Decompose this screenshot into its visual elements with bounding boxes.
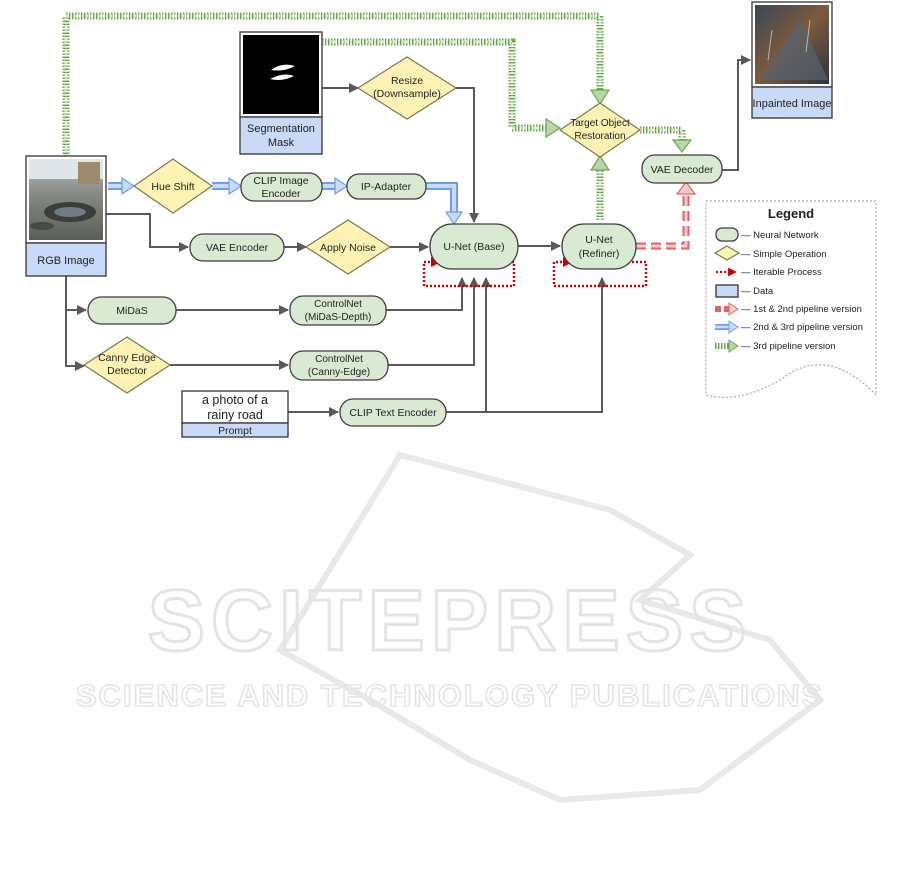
legend-item-pipeline-23: — 2nd & 3rd pipeline version	[741, 322, 863, 333]
watermark-seal-outline	[275, 451, 825, 804]
watermark-text-main: SCITEPRESS	[148, 573, 753, 669]
controlnet-midas-line2: (MiDaS-Depth)	[305, 312, 372, 323]
pipeline-12-arrow	[715, 302, 739, 316]
legend-item-simple-operation: — Simple Operation	[741, 249, 827, 260]
hue-shift-node: Hue Shift	[132, 158, 214, 214]
pipeline-3-arrow	[715, 339, 739, 353]
legend-item-data: — Data	[741, 286, 774, 297]
canny-label-line1: Canny Edge	[98, 352, 156, 364]
legend-panel	[705, 200, 877, 398]
controlnet-canny-line1: ControlNet	[315, 354, 363, 365]
controlnet-midas-line1: ControlNet	[314, 299, 362, 310]
clip-text-encoder-node: CLIP Text Encoder	[339, 398, 447, 427]
apply-noise-node: Apply Noise	[304, 219, 392, 275]
ip-adapter-label: IP-Adapter	[361, 181, 412, 193]
segmentation-mask-label-line1: Segmentation	[247, 123, 315, 135]
resize-node: Resize (Downsample)	[356, 56, 458, 120]
clip-image-encoder-node: CLIP Image Encoder	[240, 172, 323, 202]
iterable-loops	[422, 257, 648, 288]
vae-decoder-node: VAE Decoder	[641, 154, 723, 184]
controlnet-midas-node: ControlNet (MiDaS-Depth)	[289, 295, 387, 326]
segmentation-mask-node: Segmentation Mask	[239, 31, 323, 155]
canny-edge-detector-node: Canny Edge Detector	[82, 336, 172, 394]
vae-decoder-label: VAE Decoder	[651, 164, 714, 176]
data-swatch	[715, 284, 739, 298]
prompt-label: Prompt	[218, 425, 252, 437]
unet-base-label: U-Net (Base)	[443, 241, 504, 253]
canny-label-line2: Detector	[107, 365, 147, 377]
unet-refiner-line1: U-Net	[585, 234, 613, 246]
unet-refiner-line2: (Refiner)	[579, 248, 620, 260]
inpainted-image-node: Inpainted Image	[751, 1, 833, 119]
watermark: SCITEPRESS SCIENCE AND TECHNOLOGY PUBLIC…	[75, 451, 825, 804]
iterable-loop-refiner	[552, 257, 648, 288]
pipeline-23-arrow	[715, 320, 739, 334]
rgb-image-thumbnail	[29, 159, 103, 240]
simple-operation-swatch	[713, 245, 741, 261]
prompt-text-line1: a photo of a	[202, 393, 268, 407]
prompt-node: a photo of a rainy road Prompt	[181, 390, 289, 438]
prompt-text-line2: rainy road	[207, 408, 263, 422]
segmentation-mask-label-line2: Mask	[268, 137, 295, 149]
neural-network-swatch	[715, 227, 739, 242]
resize-label-line1: Resize	[391, 75, 423, 87]
legend-item-pipeline-12: — 1st & 2nd pipeline version	[741, 304, 862, 315]
pipeline-3-connectors	[62, 12, 693, 220]
midas-node: MiDaS	[87, 296, 177, 325]
controlnet-canny-line2: (Canny-Edge)	[308, 367, 370, 378]
legend-item-iterable: — Iterable Process	[741, 267, 822, 278]
rgb-image-label: RGB Image	[37, 255, 94, 267]
clip-text-encoder-label: CLIP Text Encoder	[349, 407, 437, 419]
inpainted-image-label: Inpainted Image	[753, 98, 832, 110]
legend: Legend — Neural Network — Simple Operati…	[705, 200, 877, 398]
pipeline-23-connectors	[108, 176, 464, 226]
restoration-label-line2: Restoration	[574, 131, 625, 142]
midas-label: MiDaS	[116, 305, 148, 317]
watermark-text-sub: SCIENCE AND TECHNOLOGY PUBLICATIONS	[76, 678, 824, 713]
legend-item-pipeline-3: — 3rd pipeline version	[741, 341, 836, 352]
legend-item-neural-network: — Neural Network	[741, 230, 819, 241]
resize-label-line2: (Downsample)	[373, 88, 441, 100]
legend-title: Legend	[768, 206, 814, 221]
gray-connectors	[65, 55, 751, 417]
ip-adapter-node: IP-Adapter	[346, 173, 427, 200]
vae-encoder-label: VAE Encoder	[206, 242, 269, 254]
target-object-restoration-node: Target Object Restoration	[558, 102, 642, 158]
clip-image-encoder-line2: Encoder	[261, 188, 301, 200]
segmentation-mask-thumbnail	[243, 35, 319, 114]
apply-noise-label: Apply Noise	[320, 242, 376, 254]
pipeline-12-connector	[636, 181, 697, 250]
controlnet-canny-node: ControlNet (Canny-Edge)	[289, 350, 389, 381]
unet-base-node: U-Net (Base)	[429, 223, 519, 270]
vae-encoder-node: VAE Encoder	[189, 233, 285, 262]
restoration-label-line1: Target Object	[570, 118, 630, 129]
hue-shift-label: Hue Shift	[151, 181, 194, 193]
rgb-image-node: RGB Image	[25, 155, 107, 277]
unet-refiner-node: U-Net (Refiner)	[561, 223, 637, 270]
clip-image-encoder-line1: CLIP Image	[253, 175, 308, 187]
